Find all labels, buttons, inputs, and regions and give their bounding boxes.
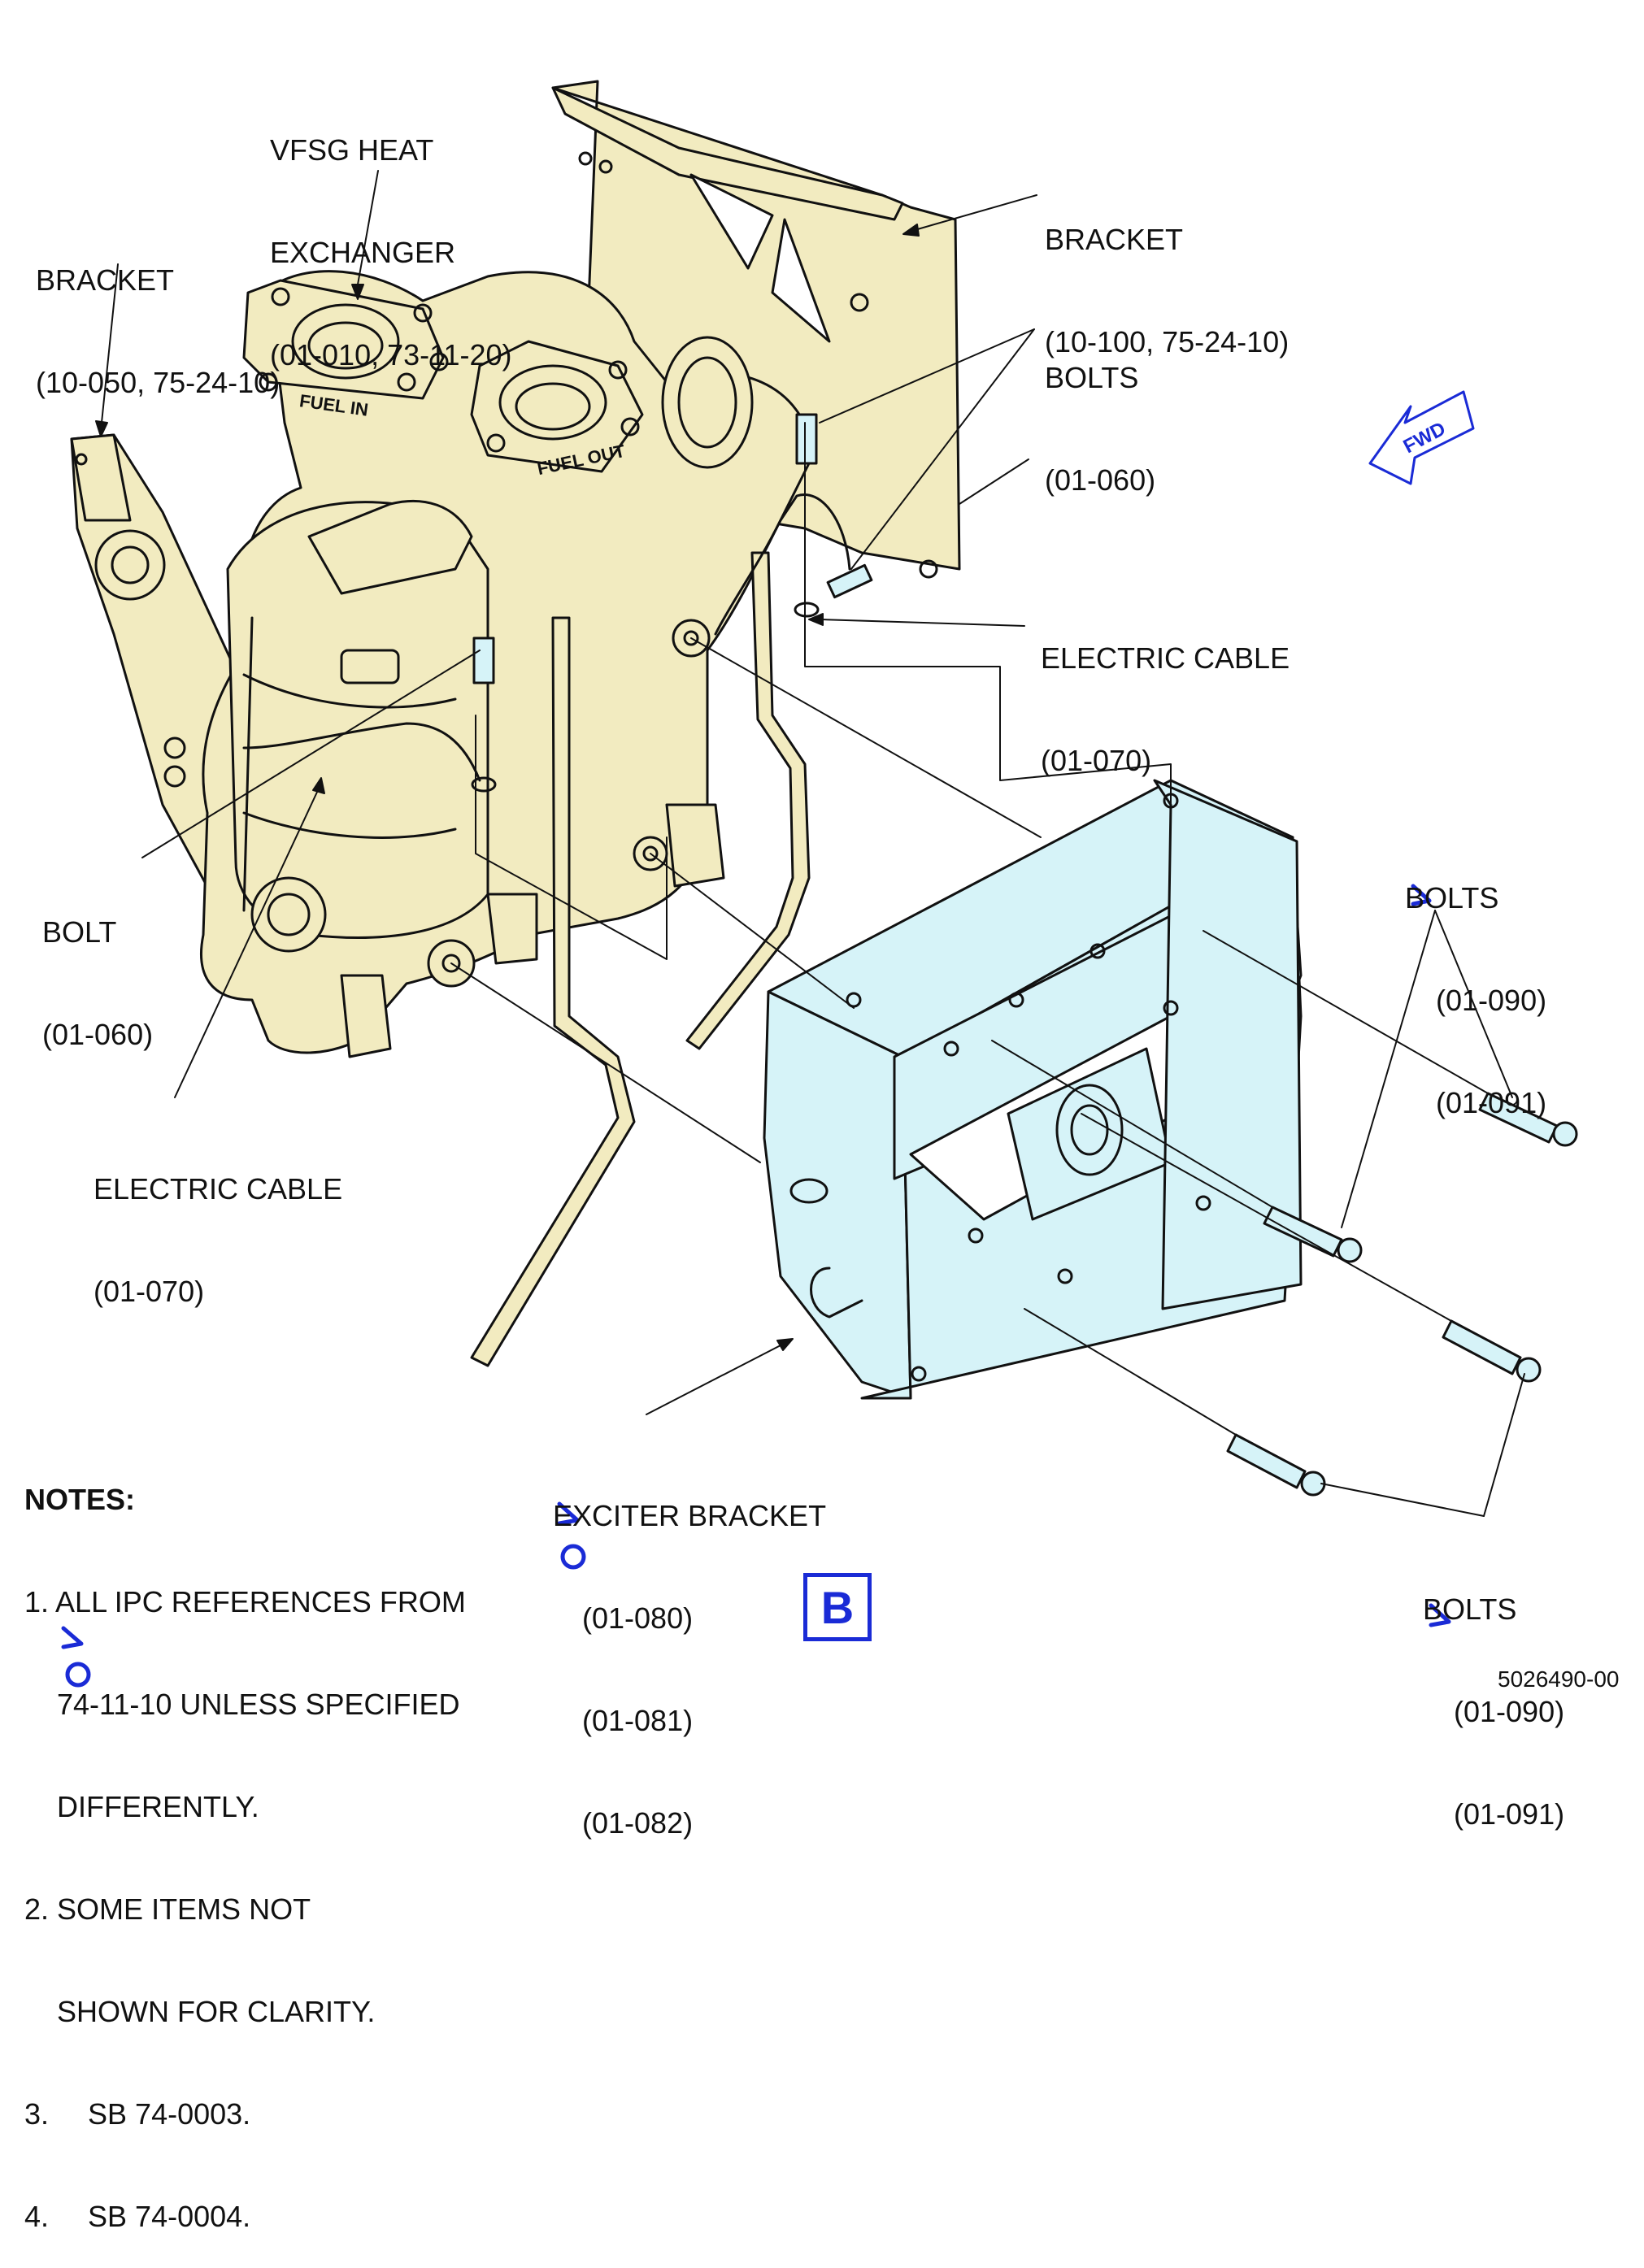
callout-line: VFSG HEAT — [270, 133, 434, 167]
callout-bolt-left: BOLT (01-060) — [42, 847, 153, 1086]
notes-title: NOTES: — [24, 1483, 136, 1516]
note-number: 3. — [24, 2097, 50, 2131]
callout-line: BOLT — [42, 915, 117, 949]
callout-bracket-left: BRACKET (10-050, 75-24-10) — [36, 195, 280, 434]
callout-line: BRACKET — [36, 263, 175, 297]
note-text: SB 74-0003. — [88, 2097, 251, 2131]
note-text: SHOWN FOR CLARITY. — [57, 1995, 376, 2028]
note-number: 2. — [24, 1892, 50, 1926]
callout-line: EXCITER BRACKET — [553, 1499, 827, 1532]
alignment-lines — [450, 422, 1489, 1436]
note-item: 2. SOME ITEMS NOT — [24, 1892, 466, 1927]
note-item: 4. SB 74-0004. — [24, 2200, 466, 2234]
leader-lines — [95, 170, 1525, 1517]
figure-number: 5026490-00 — [1498, 1666, 1620, 1692]
fwd-direction-arrow — [1368, 390, 1475, 485]
callout-ref: (01-081) — [582, 1704, 694, 1737]
callout-line: BRACKET — [1045, 223, 1184, 256]
electric-cables — [242, 493, 851, 793]
callout-ref: (01-080) — [582, 1601, 694, 1635]
callout-ref: (01-010, 73-11-20) — [270, 338, 512, 371]
note-text: ALL IPC REFERENCES FROM — [55, 1585, 466, 1618]
callout-ref: (01-090) — [1454, 1695, 1565, 1728]
callout-vfsg-heat-exchanger: VFSG HEAT EXCHANGER (01-010, 73-11-20) — [270, 65, 512, 406]
note-number: 4. — [24, 2200, 50, 2233]
callout-bracket-right: BRACKET (10-100, 75-24-10) — [1045, 154, 1289, 393]
callout-ref: (01-082) — [582, 1806, 694, 1840]
exciter-bolts — [1226, 1092, 1578, 1497]
vfsg-heat-exchanger-body — [200, 270, 815, 1058]
callout-bolts-top: BOLTS (01-060) — [1045, 293, 1155, 532]
right-bracket-plate — [551, 80, 961, 579]
callout-line: ELECTRIC CABLE — [94, 1172, 343, 1206]
callout-ref: (10-100, 75-24-10) — [1045, 325, 1290, 358]
view-identifier-box: B — [803, 1573, 872, 1641]
callout-ref: (01-090) — [1436, 984, 1547, 1017]
callout-bolts-right-upper: BOLTS (01-090) (01-091) — [1405, 813, 1546, 1154]
exploded-view-drawing — [61, 80, 1578, 1688]
note-text: 74-11-10 UNLESS SPECIFIED — [57, 1688, 460, 1721]
callout-electric-cable-right: ELECTRIC CABLE (01-070) — [1041, 573, 1290, 812]
note-item: 3. SB 74-0003. — [24, 2097, 466, 2131]
note-item: 1. ALL IPC REFERENCES FROM — [24, 1585, 466, 1619]
callout-bolts-right-lower: BOLTS (01-090) (01-091) — [1423, 1524, 1564, 1866]
exciter-bracket — [763, 779, 1303, 1400]
note-number: 1. — [24, 1585, 50, 1618]
callout-exciter-bracket: EXCITER BRACKET (01-080) (01-081) (01-08… — [553, 1431, 826, 1875]
callout-line: ELECTRIC CABLE — [1041, 641, 1290, 675]
callout-line: EXCHANGER — [270, 236, 456, 269]
sb-symbols — [61, 884, 1451, 1688]
callout-line: BOLTS — [1423, 1592, 1517, 1626]
note-text: SOME ITEMS NOT — [57, 1892, 311, 1926]
callout-electric-cable-left: ELECTRIC CABLE (01-070) — [94, 1104, 342, 1343]
callout-line: BOLTS — [1045, 361, 1139, 394]
callout-ref: (01-091) — [1454, 1797, 1565, 1831]
note-text: SB 74-0004. — [88, 2200, 251, 2233]
top-bolts — [472, 413, 873, 684]
callout-ref: (01-091) — [1436, 1086, 1547, 1119]
callout-ref: (01-070) — [1041, 744, 1152, 777]
callout-line: BOLTS — [1405, 881, 1499, 915]
callout-ref: (01-060) — [1045, 463, 1156, 497]
callout-ref: (01-060) — [42, 1018, 154, 1051]
callout-ref: (01-070) — [94, 1275, 205, 1308]
notes-block: NOTES: 1. ALL IPC REFERENCES FROM 74-11-… — [24, 1414, 466, 2268]
note-text: DIFFERENTLY. — [57, 1790, 259, 1823]
callout-ref: (10-050, 75-24-10) — [36, 366, 281, 399]
